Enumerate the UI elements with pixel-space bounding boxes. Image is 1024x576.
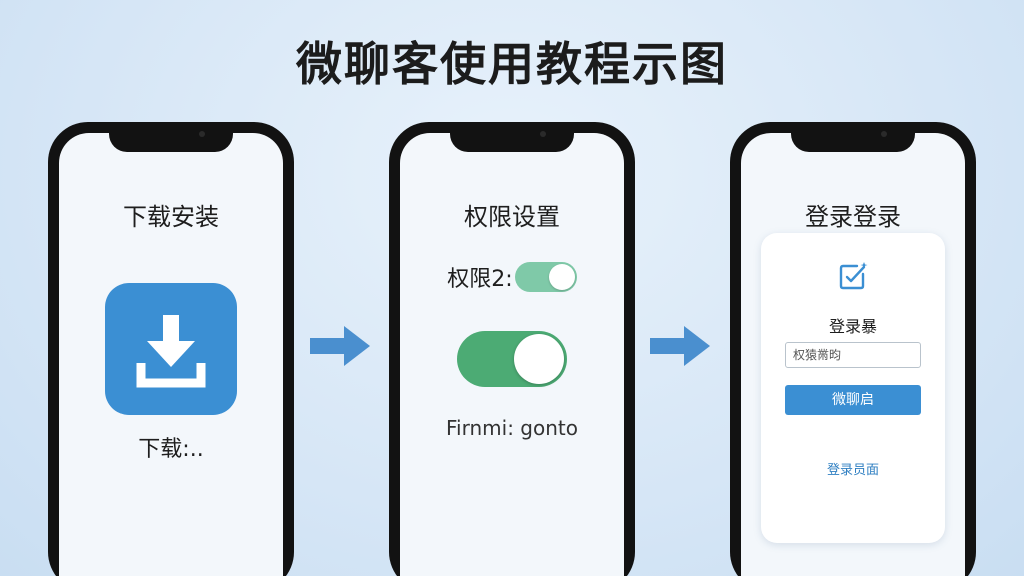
step-title: 登录登录 xyxy=(805,203,901,231)
edit-icon xyxy=(839,262,868,290)
step-title: 权限设置 xyxy=(464,203,560,231)
arrow-right-icon xyxy=(310,326,370,366)
phone-screen: 下载安装 下载:.. xyxy=(59,133,283,576)
step-title: 下载安装 xyxy=(123,203,219,231)
toggle-knob xyxy=(548,264,575,290)
phone-step-permissions: 权限设置 权限2: Firnmi: gonto xyxy=(389,122,635,576)
download-icon xyxy=(136,315,206,388)
phone-screen: 权限设置 权限2: Firnmi: gonto xyxy=(400,133,624,576)
login-page-link[interactable]: 登录员面 xyxy=(826,463,879,478)
camera-icon xyxy=(881,131,887,137)
download-caption: 下载:.. xyxy=(138,437,204,462)
permission-caption: Firnmi: gonto xyxy=(446,416,578,440)
main-permission-toggle[interactable] xyxy=(457,331,567,387)
login-card: 登录暴 权猿黹昀 微聊启 登录员面 xyxy=(761,233,945,543)
page-title: 微聊客使用教程示图 xyxy=(296,37,728,91)
login-heading: 登录暴 xyxy=(828,317,877,336)
login-input[interactable]: 权猿黹昀 xyxy=(785,342,921,368)
download-button[interactable] xyxy=(105,283,237,415)
permission-label: 权限2: xyxy=(447,267,513,292)
phone-notch xyxy=(791,122,915,152)
login-button[interactable]: 微聊启 xyxy=(785,385,921,415)
phone-notch xyxy=(109,122,233,152)
phone-notch xyxy=(450,122,574,152)
camera-icon xyxy=(199,131,205,137)
permission-row: 权限2: xyxy=(400,261,624,293)
camera-icon xyxy=(540,131,546,137)
arrow-right-icon xyxy=(650,326,710,366)
toggle-knob xyxy=(514,334,564,384)
permission-toggle[interactable] xyxy=(514,262,577,292)
phone-step-login: 登录登录 登录暴 权猿黹昀 微聊启 登录员面 xyxy=(730,122,976,576)
phone-screen: 登录登录 登录暴 权猿黹昀 微聊启 登录员面 xyxy=(741,133,965,576)
phone-step-download: 下载安装 下载:.. xyxy=(48,122,294,576)
